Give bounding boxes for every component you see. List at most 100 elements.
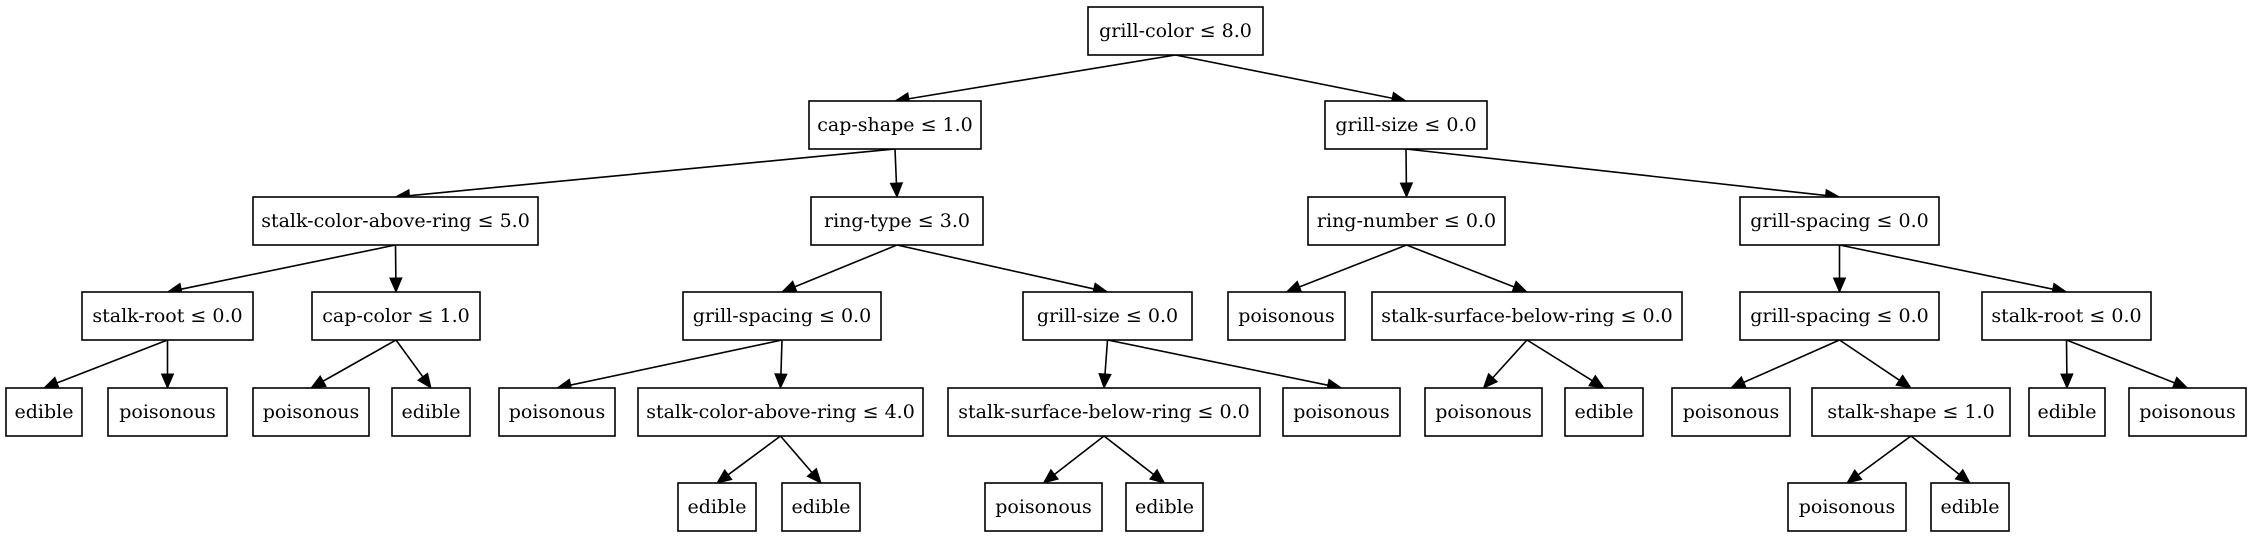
node-label: ring-type ≤ 3.0: [824, 210, 970, 232]
node-label: poisonous: [1238, 305, 1335, 327]
leaf-node-n22: poisonous: [1282, 387, 1401, 437]
edge-line: [1104, 339, 1109, 375]
edge-line: [727, 435, 781, 476]
node-label: edible: [1575, 401, 1634, 423]
node-label: edible: [792, 496, 851, 518]
edge-line: [908, 54, 1176, 100]
node-box: [2028, 387, 2106, 437]
node-label: poisonous: [509, 401, 606, 423]
node-label: poisonous: [1293, 401, 1390, 423]
node-label: edible: [688, 496, 747, 518]
node-label: stalk-color-above-ring ≤ 5.0: [261, 210, 530, 232]
node-box: [391, 387, 471, 437]
node-label: cap-color ≤ 1.0: [322, 305, 469, 327]
edge-line: [1910, 435, 1960, 475]
node-label: poisonous: [263, 401, 360, 423]
node-box: [252, 196, 539, 246]
node-box: [637, 387, 924, 437]
arrowhead: [2171, 376, 2189, 389]
edge-line: [1839, 339, 1900, 381]
leaf-node-n23: poisonous: [1424, 387, 1543, 437]
node-label: poisonous: [1435, 401, 1532, 423]
leaf-node-n31: poisonous: [984, 482, 1103, 532]
edge-n20-n30: [779, 435, 822, 484]
edge-line: [1405, 148, 1826, 197]
split-node-n12: stalk-surface-below-ring ≤ 0.0: [1371, 291, 1683, 341]
arrowhead: [160, 373, 175, 390]
edge-line: [1743, 339, 1840, 384]
node-box: [1981, 291, 2152, 341]
edge-line: [56, 339, 168, 384]
edge-n4-n9: [780, 244, 898, 293]
edge-line: [181, 244, 396, 290]
node-label: poisonous: [119, 401, 216, 423]
edge-line: [896, 244, 1095, 290]
node-box: [311, 291, 481, 341]
node-box: [1324, 100, 1488, 150]
node-label: stalk-root ≤ 0.0: [1991, 305, 2141, 327]
split-node-n1: cap-shape ≤ 1.0: [808, 100, 982, 150]
leaf-node-n32: edible: [1125, 482, 1204, 532]
node-box: [1671, 387, 1791, 437]
edge-line: [409, 148, 896, 197]
edge-n13-n26: [1839, 339, 1913, 389]
split-node-n9: grill-spacing ≤ 0.0: [682, 291, 882, 341]
node-box: [1739, 291, 1940, 341]
split-node-n10: grill-size ≤ 0.0: [1022, 291, 1193, 341]
node-box: [2128, 387, 2247, 437]
arrowhead: [1511, 280, 1529, 294]
edge-n20-n29: [715, 435, 781, 484]
edge-line: [1299, 244, 1407, 288]
leaf-node-n29: edible: [677, 482, 757, 532]
leaf-node-n30: edible: [781, 482, 861, 532]
edge-n21-n32: [1103, 435, 1166, 484]
edge-line: [780, 339, 783, 375]
arrowhead: [1845, 468, 1863, 484]
node-label: grill-spacing ≤ 0.0: [1750, 210, 1928, 232]
node-label: grill-spacing ≤ 0.0: [693, 305, 871, 327]
node-box: [1307, 196, 1506, 246]
arrowhead: [780, 280, 798, 293]
leaf-node-n33: poisonous: [1787, 482, 1907, 532]
edge-n14-n28: [2066, 339, 2189, 389]
arrowhead: [1954, 468, 1971, 484]
arrowhead: [1042, 468, 1060, 484]
edge-line: [1107, 339, 1328, 386]
edge-n13-n25: [1729, 339, 1840, 389]
arrowhead: [1729, 375, 1747, 389]
edge-n5-n11: [1285, 244, 1407, 294]
node-label: poisonous: [1799, 496, 1896, 518]
leaf-node-n27: edible: [2028, 387, 2106, 437]
leaf-node-n24: edible: [1564, 387, 1644, 437]
edge-line: [1406, 244, 1515, 288]
edge-n1-n3: [394, 148, 896, 203]
edge-line: [1492, 339, 1528, 379]
node-box: [81, 291, 254, 341]
split-node-n0: grill-color ≤ 8.0: [1087, 6, 1264, 56]
split-node-n5: ring-number ≤ 0.0: [1307, 196, 1506, 246]
leaf-node-n28: poisonous: [2128, 387, 2247, 437]
edge-line: [1839, 244, 2053, 290]
node-box: [1282, 387, 1401, 437]
node-box: [810, 196, 984, 246]
edge-n5-n12: [1406, 244, 1529, 294]
edge-n26-n33: [1845, 435, 1912, 484]
edge-n10-n21: [1098, 339, 1112, 390]
leaf-node-n25: poisonous: [1671, 387, 1791, 437]
node-label: grill-color ≤ 8.0: [1099, 20, 1252, 42]
edge-n7-n15: [42, 339, 168, 390]
arrowhead: [416, 372, 432, 390]
node-box: [984, 482, 1103, 532]
arrowhead: [42, 376, 60, 390]
arrowhead: [1399, 182, 1414, 199]
split-node-n21: stalk-surface-below-ring ≤ 0.0: [947, 387, 1261, 437]
node-label: poisonous: [995, 496, 1092, 518]
node-label: edible: [1941, 496, 2000, 518]
node-label: stalk-shape ≤ 1.0: [1827, 401, 1994, 423]
arrowhead: [389, 277, 403, 294]
split-node-n20: stalk-color-above-ring ≤ 4.0: [637, 387, 924, 437]
leaf-node-n11: poisonous: [1227, 291, 1346, 341]
arrowhead: [1098, 373, 1112, 390]
edge-n8-n18: [395, 339, 432, 390]
